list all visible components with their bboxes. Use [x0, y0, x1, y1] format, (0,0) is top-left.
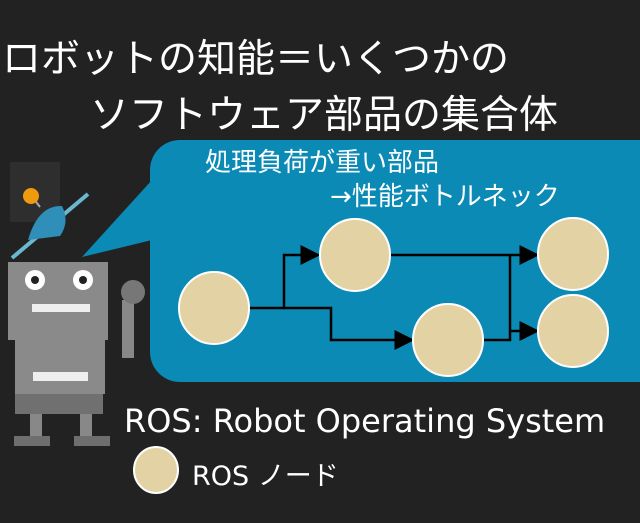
bubble-text-2: →性能ボトルネック	[330, 182, 560, 212]
ros-node-4	[537, 217, 609, 291]
robot-illustration	[8, 162, 145, 446]
title-line-1: ロボットの知能＝いくつかの	[2, 37, 510, 82]
connection-arrows	[249, 245, 540, 350]
title-line-2: ソフトウェア部品の集合体	[90, 93, 559, 138]
bubble-text-1: 処理負荷が重い部品	[205, 148, 440, 178]
ros-node-1	[178, 271, 250, 345]
arrow-n1-n2	[249, 245, 321, 310]
ros-definition: ROS: Robot Operating System	[124, 402, 606, 440]
legend-label: ROS ノード	[192, 461, 339, 492]
arrow-merge	[483, 255, 512, 342]
legend-node-icon	[133, 446, 179, 494]
ros-node-3	[412, 303, 484, 377]
ros-node-2	[319, 218, 391, 292]
speech-bubble	[82, 140, 640, 382]
ros-node-5	[537, 294, 609, 368]
arrow-n1-n3	[284, 306, 415, 350]
